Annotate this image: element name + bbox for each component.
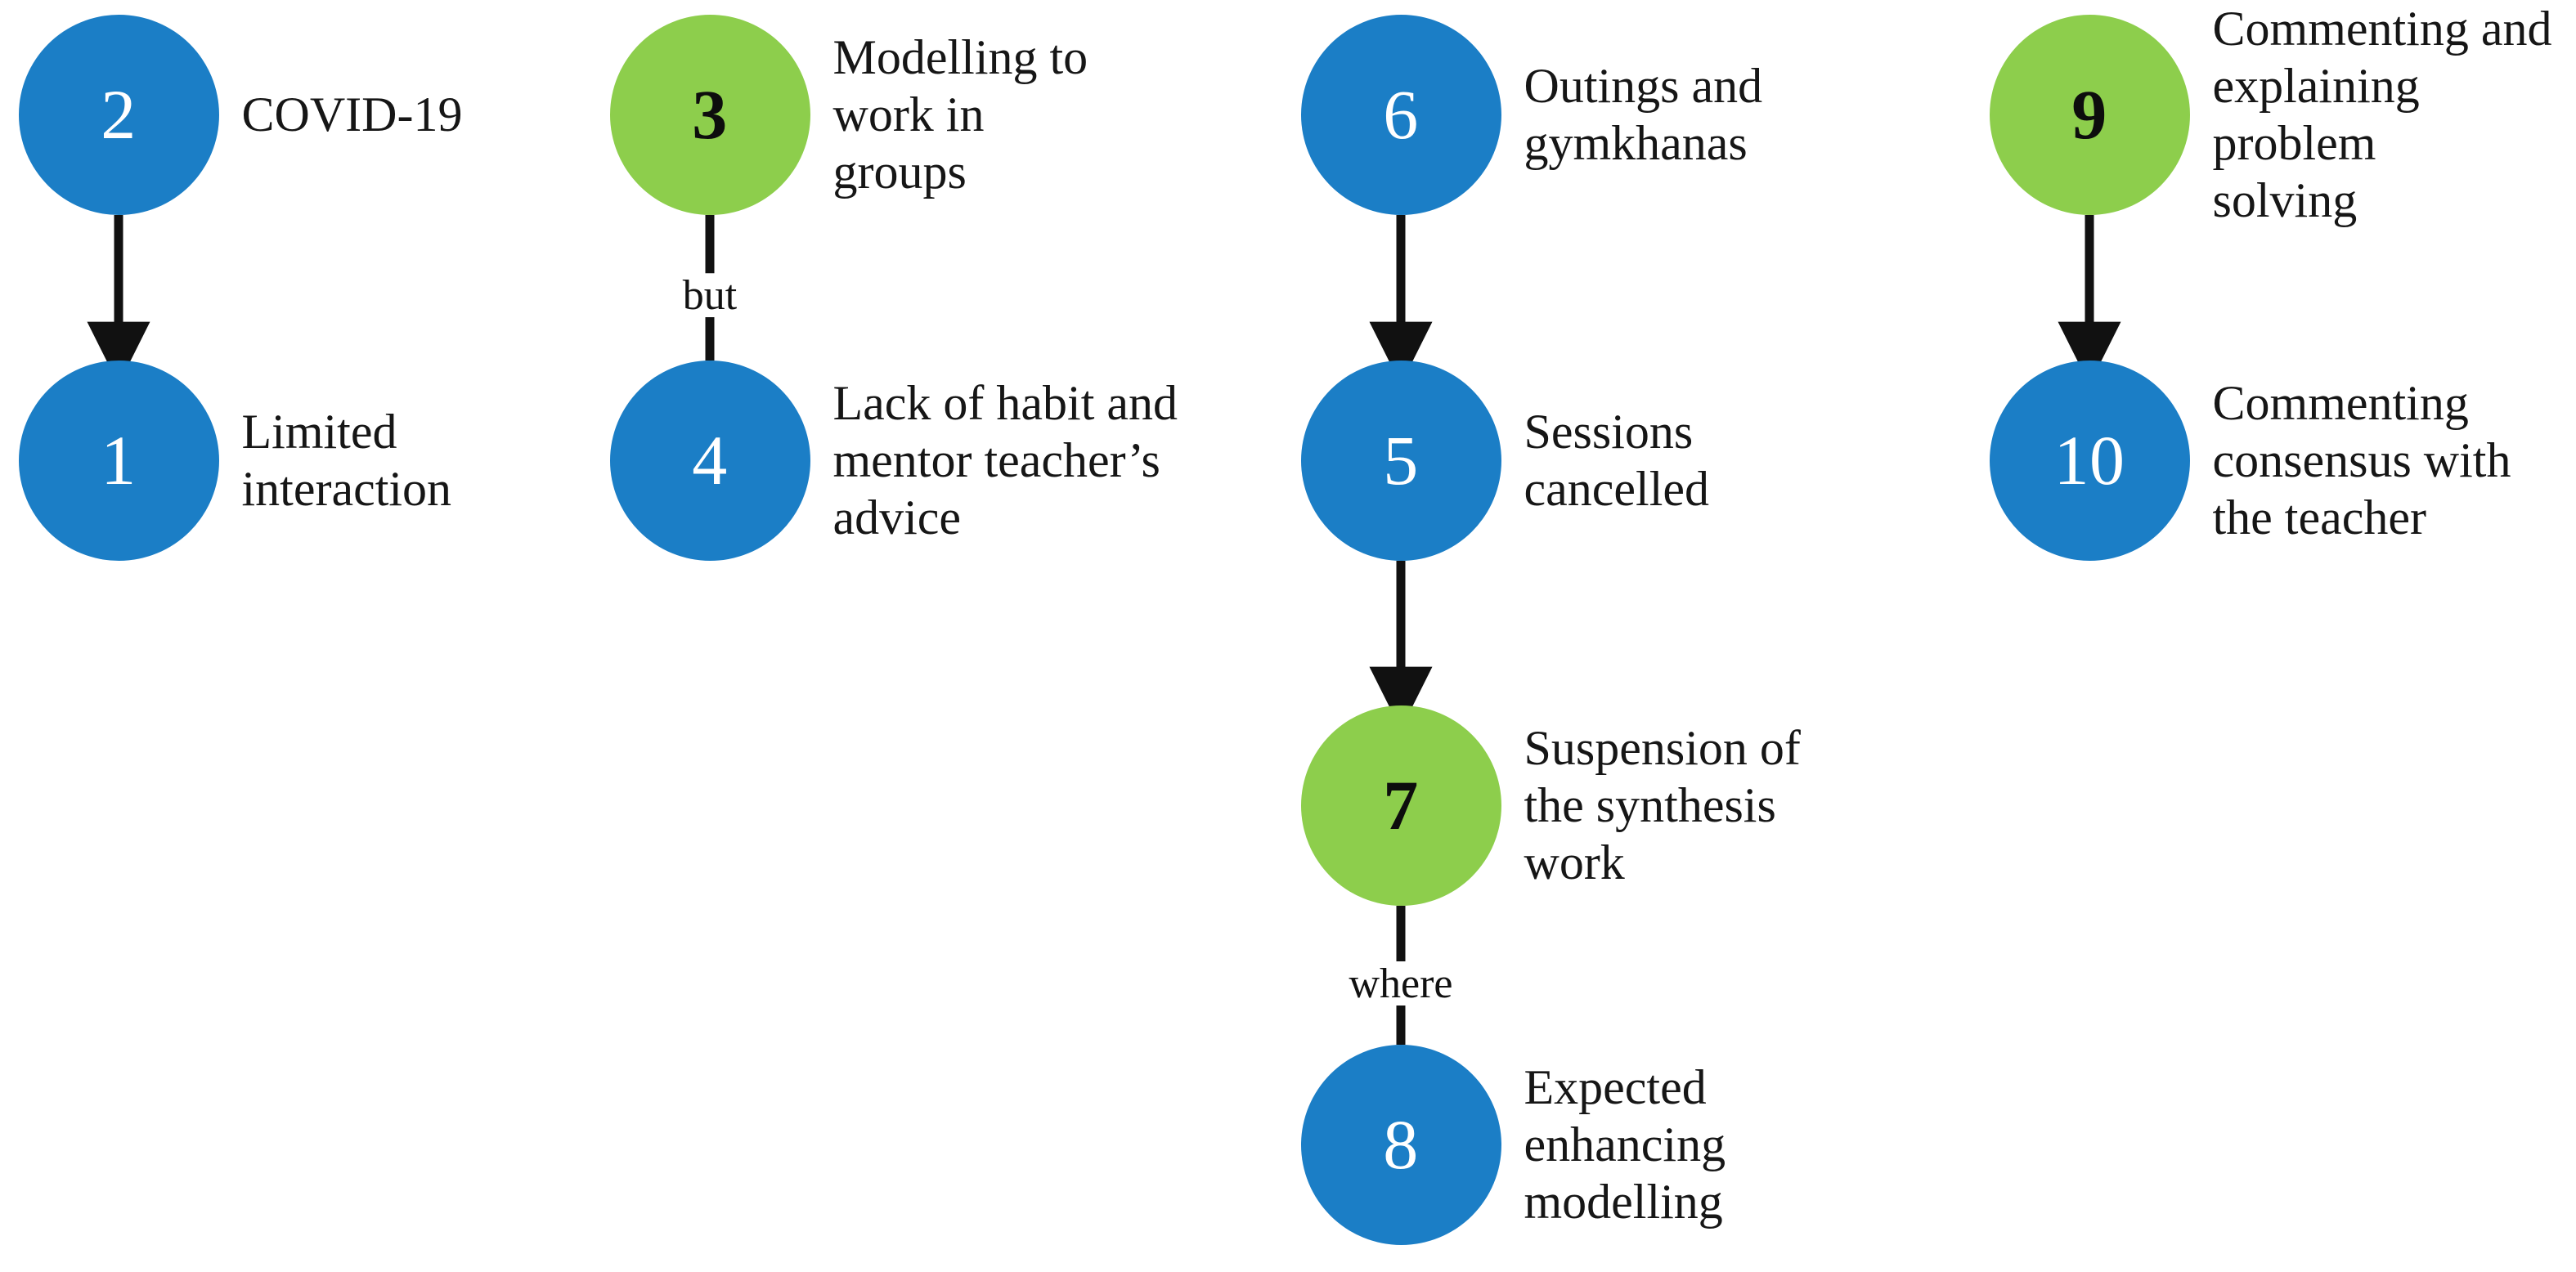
node-label-1: Limited interaction [241, 404, 452, 516]
node-circle-6[interactable]: 6 [1300, 14, 1501, 215]
node-number-1: 1 [101, 421, 137, 499]
node-number-8: 8 [1383, 1105, 1419, 1184]
node-circle-7[interactable]: 7 [1300, 705, 1501, 906]
node-circle-8[interactable]: 8 [1300, 1044, 1501, 1245]
node-number-10: 10 [2053, 421, 2125, 499]
node-label-4: Lack of habit and mentor teacher’s advic… [832, 375, 1178, 545]
node-label-9: Commenting and explaining problem solvin… [2212, 1, 2552, 228]
node-circle-9[interactable]: 9 [1989, 14, 2190, 215]
node-label-7: Suspension of the synthesis work [1524, 720, 1801, 890]
node-circle-5[interactable]: 5 [1300, 360, 1501, 561]
node-number-7: 7 [1383, 766, 1419, 844]
node-label-10: Commenting consensus with the teacher [2212, 375, 2511, 545]
node-circle-10[interactable]: 10 [1989, 360, 2190, 561]
node-number-4: 4 [692, 421, 728, 499]
node-label-5: Sessions cancelled [1524, 404, 1710, 516]
node-number-9: 9 [2071, 75, 2107, 154]
node-number-6: 6 [1383, 75, 1419, 154]
node-number-3: 3 [692, 75, 728, 154]
node-label-8: Expected enhancing modelling [1524, 1059, 1726, 1229]
node-label-2: COVID-19 [241, 87, 463, 141]
node-number-5: 5 [1383, 421, 1419, 499]
edge-label-e3-4: but [674, 275, 746, 318]
node-circle-2[interactable]: 2 [18, 14, 219, 215]
node-circle-3[interactable]: 3 [609, 14, 810, 215]
node-number-2: 2 [101, 75, 137, 154]
node-label-6: Outings and gymkhanas [1524, 58, 1763, 170]
node-label-3: Modelling to work in groups [832, 29, 1088, 199]
edge-label-e7-8: where [1340, 963, 1461, 1006]
node-circle-4[interactable]: 4 [609, 360, 810, 561]
node-circle-1[interactable]: 1 [18, 360, 219, 561]
